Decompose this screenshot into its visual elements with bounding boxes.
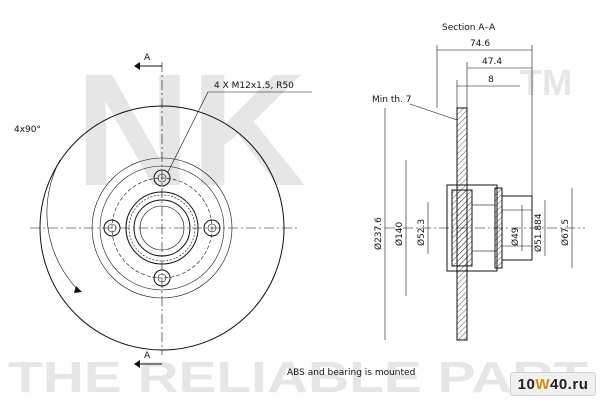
min-thickness-leader (409, 103, 458, 121)
hub-flange-circle (99, 165, 225, 291)
section-arrow-top-icon (134, 62, 140, 70)
bearing-outer (133, 199, 191, 257)
section-arrow-bottom-icon (134, 360, 140, 368)
section-mark-bottom: A (144, 351, 151, 361)
thread-leader-line (167, 91, 209, 173)
abs-note: ABS and bearing is mounted (287, 368, 415, 378)
bolt-hole-top (153, 169, 171, 187)
dia-67-5: Ø67.5 (560, 219, 571, 246)
dim-total-width: 74.6 (470, 39, 490, 49)
disc-outer-circle (39, 105, 285, 351)
hub-outer-circle (91, 157, 233, 299)
dia-140: Ø140 (394, 221, 405, 246)
dim-offset: 47.4 (482, 57, 502, 67)
dia-49: Ø49 (510, 227, 521, 246)
angle-label: 4x90° (14, 125, 41, 135)
abs-ring-outer (125, 191, 199, 265)
dim-thickness: 8 (488, 75, 494, 85)
dia-51-884: Ø51.884 (533, 213, 544, 252)
bolt-hole-right (203, 219, 221, 237)
abs-ring-section (494, 187, 503, 269)
thread-label: 4 X M12x1.5, R50 (214, 81, 294, 91)
dia-52-3: Ø52.3 (416, 219, 427, 246)
bolt-pcd-circle (111, 177, 213, 279)
bolt-hole-left (103, 219, 121, 237)
abs-ring-teeth (128, 194, 196, 262)
hub-flange-section (451, 189, 473, 267)
watermark-brand: NK (75, 40, 306, 219)
hub-bore (471, 204, 496, 252)
front-view: 4x90° 4 X M12x1.5, R50 A A (14, 53, 312, 368)
section-view: Section A–A 74.6 47.4 8 Min th. 7 Ø237.6 (287, 23, 585, 378)
section-mark-top: A (144, 53, 151, 63)
min-thickness-label: Min th. 7 (372, 95, 412, 105)
section-title: Section A–A (442, 23, 496, 33)
bolt-hole-bottom (153, 269, 171, 287)
angle-arrow-icon (74, 286, 82, 293)
angle-arc (46, 159, 79, 291)
dia-outer: Ø237.6 (373, 217, 384, 250)
bearing-inner (139, 205, 185, 251)
watermark-slogan: THE RELIABLE PART (8, 353, 588, 400)
watermark-tm: TM (520, 62, 572, 103)
bearing-section (501, 195, 533, 261)
